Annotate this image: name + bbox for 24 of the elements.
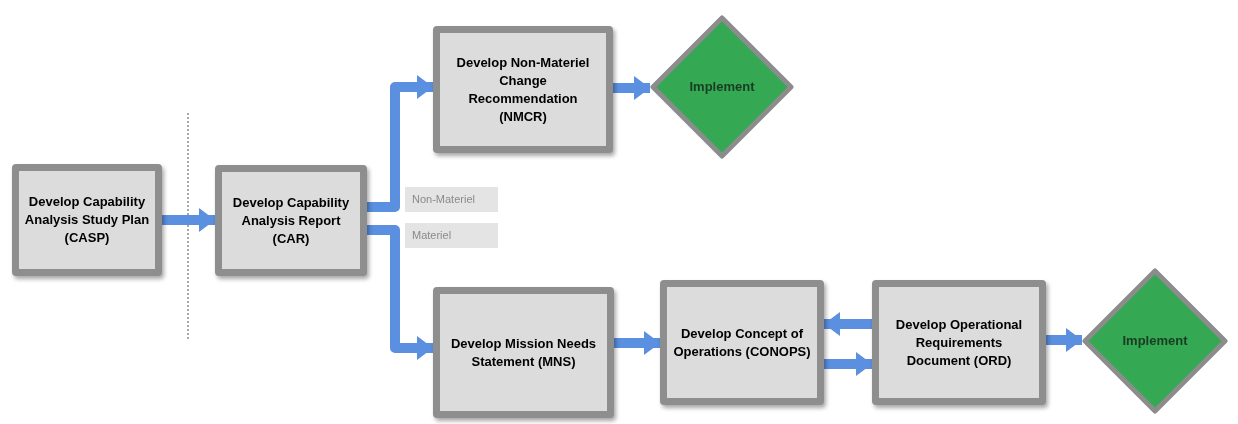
process-box [12,164,162,276]
box-label: Develop Capability Analysis Report (CAR) [231,193,351,248]
arrow [1046,328,1082,352]
arrow [367,75,433,212]
process-box [660,280,824,405]
edge-label: Non-Materiel [405,187,498,212]
arrow [824,312,872,336]
box-label: Develop Non-Materiel Change Recommendation (NMCR) [455,53,591,126]
box-label: Develop Capability Analysis Study Plan (CASP) [23,193,151,247]
diamond-label: Implement [1122,332,1188,351]
box-label: Develop Operational Requirements Document (ORD) [894,315,1024,370]
diamond-label: Implement [689,78,755,97]
arrow [614,331,660,355]
box-label: Develop Mission Needs Statement (MNS) [449,334,598,371]
box-label: Develop Concept of Operations (CONOPS) [672,324,812,361]
process-box [872,280,1046,405]
arrow [824,352,872,376]
process-box [433,287,614,418]
process-box [215,165,367,276]
process-box [433,26,613,153]
edge-label: Materiel [405,223,498,248]
arrow [162,208,215,232]
arrow [367,225,433,360]
arrow [613,76,650,100]
